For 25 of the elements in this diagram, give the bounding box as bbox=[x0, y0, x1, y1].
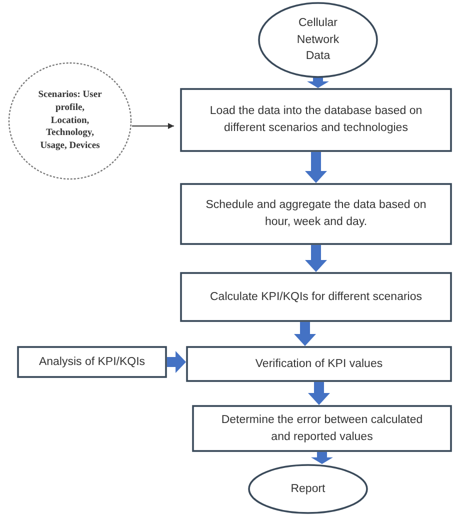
node-text: Scenarios: User profile, Location, Technology, Usage, Devices bbox=[38, 88, 102, 154]
process-box bbox=[180, 88, 452, 152]
process-box bbox=[180, 272, 452, 322]
node-text: Cellular Network Data bbox=[296, 16, 340, 64]
process-box bbox=[186, 346, 452, 382]
arrow bbox=[132, 123, 174, 129]
node-text: Calculate KPI/KQIs for different scenarios bbox=[210, 290, 422, 305]
terminal-ellipse bbox=[258, 2, 378, 78]
node-text: Verification of KPI values bbox=[255, 356, 383, 372]
scenario-ellipse bbox=[8, 62, 132, 180]
block-arrow bbox=[305, 152, 327, 183]
block-arrow bbox=[308, 382, 330, 405]
process-box bbox=[192, 405, 452, 452]
block-arrow bbox=[294, 322, 316, 346]
node-text: Report bbox=[290, 482, 326, 497]
node-text: Determine the error between calculated and reported values bbox=[220, 412, 424, 444]
process-box bbox=[180, 183, 452, 245]
node-text: Schedule and aggregate the data based on hour, week and day. bbox=[204, 198, 428, 230]
block-arrow bbox=[311, 452, 333, 464]
terminal-ellipse bbox=[248, 464, 368, 514]
node-text: Load the data into the database based on different scenarios and technologies bbox=[208, 104, 424, 136]
process-box bbox=[17, 346, 167, 378]
node-text: Analysis of KPI/KQIs bbox=[38, 354, 146, 370]
block-arrow bbox=[167, 351, 186, 373]
block-arrow bbox=[305, 245, 327, 272]
